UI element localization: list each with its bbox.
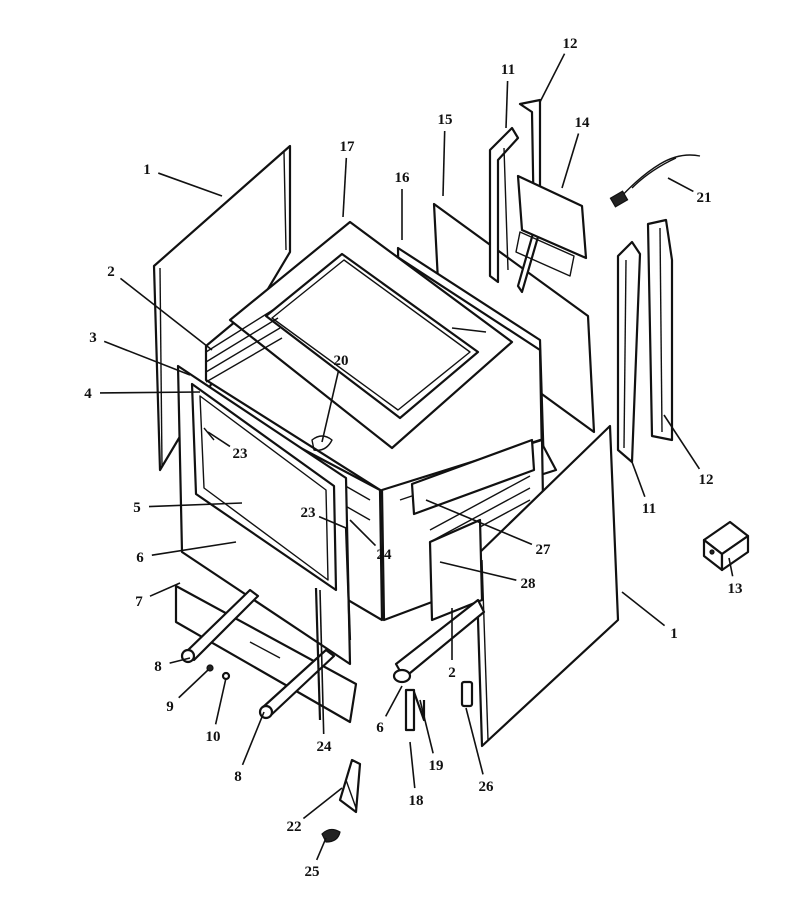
- callout-leader-11: [631, 461, 646, 498]
- callout-leader-17: [342, 157, 348, 218]
- callout-leader-24: [319, 589, 325, 735]
- callout-label-1: 1: [143, 162, 151, 178]
- callout-label-12: 12: [563, 36, 578, 52]
- callout-leader-4: [99, 391, 201, 394]
- callout-label-23: 23: [233, 446, 248, 462]
- callout-layer: 1122345667889101111121213141516171819202…: [84, 36, 742, 880]
- cooktop-top: [228, 220, 514, 450]
- upper-bracket: [516, 98, 542, 294]
- callout-leader-8: [241, 711, 265, 766]
- callout-label-26: 26: [479, 779, 495, 795]
- drawer-rail-right: [258, 648, 336, 720]
- callout-leader-6: [384, 685, 403, 717]
- callout-leader-24: [349, 519, 377, 547]
- callout-label-9: 9: [166, 699, 174, 715]
- right-side-strip: [616, 240, 642, 464]
- callout-leader-19: [419, 699, 434, 754]
- callout-label-4: 4: [84, 386, 92, 402]
- callout-label-20: 20: [334, 353, 349, 369]
- callout-label-17: 17: [340, 139, 356, 155]
- callout-label-8: 8: [154, 659, 162, 675]
- callout-leader-20: [321, 371, 340, 443]
- callout-label-15: 15: [438, 112, 453, 128]
- callout-leader-21: [667, 177, 694, 193]
- callout-label-18: 18: [409, 793, 424, 809]
- callout-leader-7: [149, 582, 181, 597]
- control-panel-piece: [515, 174, 588, 277]
- power-cord: [609, 154, 701, 208]
- callout-leader-25: [315, 837, 327, 861]
- callout-leader-2: [119, 277, 213, 351]
- anti-tip-bracket: [338, 758, 362, 814]
- callout-leader-1: [621, 591, 666, 627]
- small-clip: [460, 680, 474, 708]
- callout-leader-23: [207, 431, 231, 448]
- callout-label-23: 23: [301, 505, 316, 521]
- callout-label-12: 12: [699, 472, 714, 488]
- hinge-strips: [203, 427, 352, 721]
- callout-label-22: 22: [287, 819, 302, 835]
- callout-leader-13: [728, 557, 734, 577]
- callout-label-6: 6: [376, 720, 384, 736]
- small-fasteners: [206, 664, 231, 681]
- callout-leader-15: [442, 130, 446, 197]
- left-bracket-strips: [205, 307, 283, 383]
- side-panel-right: [474, 424, 620, 748]
- callout-label-21: 21: [697, 190, 712, 206]
- callout-leader-10: [214, 677, 227, 725]
- callout-leader-11: [505, 80, 509, 129]
- callout-label-11: 11: [642, 501, 656, 517]
- callout-label-25: 25: [305, 864, 320, 880]
- callout-leader-9: [178, 669, 209, 699]
- callout-label-5: 5: [133, 500, 141, 516]
- callout-leader-18: [409, 741, 416, 789]
- callout-leader-28: [439, 561, 517, 581]
- callout-label-10: 10: [206, 729, 221, 745]
- callout-leader-12: [663, 414, 701, 470]
- callout-leader-14: [561, 133, 580, 189]
- lower-right-bracket: [392, 598, 486, 684]
- callout-label-3: 3: [89, 330, 97, 346]
- callout-leader-26: [465, 707, 484, 775]
- leveling-bolts: [404, 688, 426, 732]
- callout-label-24: 24: [377, 547, 393, 563]
- top-small-bracket: [311, 435, 333, 451]
- right-vertical-channel: [646, 218, 674, 442]
- callout-label-6: 6: [136, 550, 144, 566]
- callout-label-27: 27: [536, 542, 552, 558]
- callout-leader-1: [158, 172, 223, 197]
- callout-label-14: 14: [575, 115, 591, 131]
- callout-label-11: 11: [501, 62, 515, 78]
- callout-label-16: 16: [395, 170, 411, 186]
- callout-leader-3: [103, 340, 191, 376]
- callout-leader-6: [151, 541, 237, 556]
- callout-leader-22: [302, 787, 343, 820]
- callout-label-2: 2: [107, 264, 115, 280]
- callout-label-13: 13: [728, 581, 743, 597]
- callout-label-28: 28: [521, 576, 536, 592]
- callout-label-1: 1: [670, 626, 678, 642]
- junction-box: [702, 520, 750, 572]
- callout-leader-23: [318, 515, 347, 529]
- callout-label-7: 7: [135, 594, 143, 610]
- callout-label-8: 8: [234, 769, 242, 785]
- callout-leader-8: [169, 657, 191, 664]
- callout-label-24: 24: [317, 739, 333, 755]
- callout-leader-12: [539, 53, 566, 103]
- upper-side-strip: [488, 126, 520, 284]
- callout-leader-27: [425, 499, 533, 546]
- callout-leader-5: [148, 502, 243, 508]
- callout-label-2: 2: [448, 665, 456, 681]
- callout-label-19: 19: [429, 758, 444, 774]
- right-shelf-supports: [410, 438, 536, 622]
